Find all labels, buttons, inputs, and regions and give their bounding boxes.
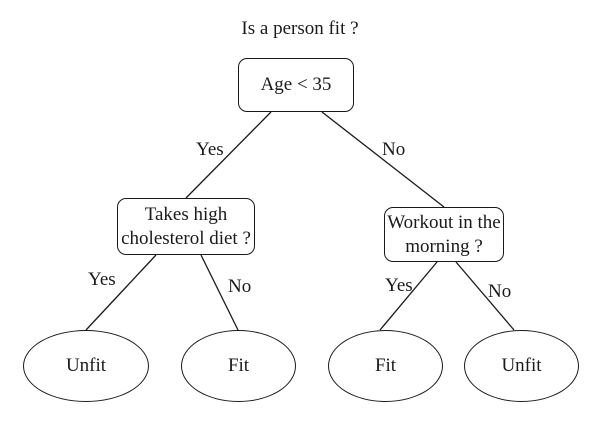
right-yes-label: Yes [385,275,413,296]
left-decision-node: Takes high cholesterol diet ? [117,198,255,255]
leaf-unfit-right: Unfit [464,330,579,402]
leaf-fit-left: Fit [181,330,296,402]
left-no-label: No [228,276,252,297]
root-no-label: No [382,139,406,160]
left-question: Takes high cholesterol diet ? [121,203,251,249]
edge-right-to-unfit [455,261,515,331]
diagram-title: Is a person fit ? [241,18,359,39]
edge-left-to-unfit [85,254,157,331]
leaf-unfit-left: Unfit [23,330,149,402]
edge-left-to-fit [200,254,239,331]
leaf-fit-right: Fit [328,330,443,402]
right-question: Workout in the morning ? [387,211,501,257]
edge-right-to-fit [379,261,438,331]
leaf-fit-right-label: Fit [374,355,397,376]
edge-root-to-right [321,111,445,208]
edge-root-to-left [185,111,272,199]
root-decision-node: Age < 35 [238,58,354,112]
left-yes-label: Yes [88,269,116,290]
right-decision-node: Workout in the morning ? [384,207,504,262]
right-no-label: No [488,281,512,302]
leaf-fit-left-label: Fit [227,355,250,376]
leaf-unfit-right-label: Unfit [501,355,542,376]
root-yes-label: Yes [196,139,224,160]
leaf-unfit-left-label: Unfit [65,355,107,376]
root-question: Age < 35 [260,74,332,95]
